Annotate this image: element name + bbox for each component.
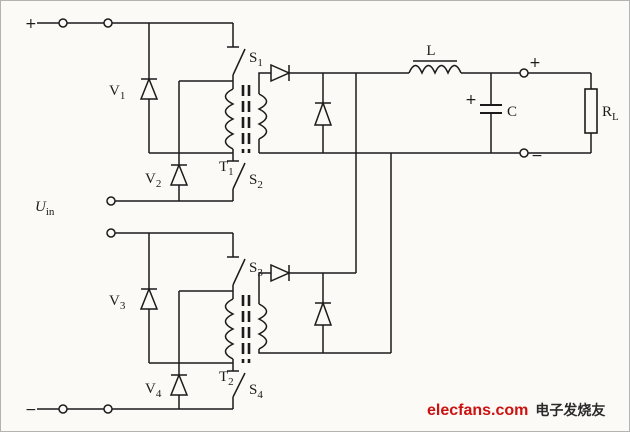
capacitor-c [480,73,502,153]
diode-symbol [139,286,159,310]
label-input-minus: − [25,402,37,418]
inductor-coil [408,64,462,75]
label-s4: S4 [249,382,263,401]
diode-symbol [313,100,333,126]
input-terminal [58,18,68,28]
freewheel-diode-bottom [258,273,391,354]
input-terminal [103,18,113,28]
input-mid-terminal [106,196,116,206]
switch-s2 [227,149,246,201]
parallel-tie-wires [355,73,392,353]
diode-v2 [169,80,233,201]
secondary-winding [257,93,268,140]
switch-symbol [227,23,246,89]
input-terminal [103,404,113,414]
label-v1: V1 [109,83,125,102]
label-rl: RL [602,104,619,123]
label-uin: Uin [35,199,55,218]
diode-v4 [169,290,233,409]
secondary-winding [257,303,268,350]
capacitor-plates [480,104,502,114]
wire [148,233,233,364]
freewheel-diode-top [258,73,333,153]
wire [258,72,409,94]
wire [178,290,233,409]
rectifier-diode-bottom [258,263,356,304]
transformer-core [241,295,251,363]
label-t2: T2 [219,369,234,388]
diode-symbol [313,300,333,326]
label-t1: T1 [219,159,234,178]
wire [148,23,233,154]
rectifier-diode-top [258,63,409,94]
watermark-brand: elecfans [427,402,491,419]
diode-symbol [270,263,291,283]
diode-symbol [169,162,189,186]
diode-symbol [139,76,159,100]
input-terminal [58,404,68,414]
label-output-minus: − [531,148,543,164]
primary-winding [224,88,235,150]
wire-input-rails [37,22,233,410]
label-cap-plus: + [465,92,477,108]
inductor-l [408,60,462,75]
primary-winding [224,298,235,360]
transformer-t2 [224,295,268,363]
switch-s1 [227,23,246,89]
output-network [259,60,598,353]
transformer-t1 [224,85,268,153]
switch-symbol [227,149,246,201]
diode-v1 [139,23,233,154]
output-plus-terminal [519,68,529,78]
transformer-core [241,85,251,153]
wire [178,80,233,201]
output-minus-terminal [519,148,529,158]
label-v2: V2 [145,171,161,190]
label-v3: V3 [109,293,126,312]
label-output-plus: + [529,55,541,71]
label-s3: S3 [249,260,263,279]
resistor-body [584,88,598,134]
watermark-tld: .com [491,402,528,419]
label-input-plus: + [25,16,37,32]
switch-symbol [227,359,246,409]
input-rails [37,18,233,414]
switch-s4 [227,359,246,409]
label-inductor: L [426,43,435,59]
diode-v3 [139,233,233,364]
watermark-chinese: 电子发烧友 [535,402,605,419]
watermark: elecfans.com 电子发烧友 [427,402,605,419]
switch-s3 [227,233,246,299]
label-s2: S2 [249,172,263,191]
secondary-return-wire [258,349,391,354]
wire [258,272,356,304]
label-v4: V4 [145,381,162,400]
input-mid-terminal [106,228,116,238]
switch-symbol [227,233,246,299]
label-capacitor: C [507,104,517,120]
diode-symbol [270,63,291,83]
label-s1: S1 [249,50,263,69]
diode-symbol [169,372,189,396]
